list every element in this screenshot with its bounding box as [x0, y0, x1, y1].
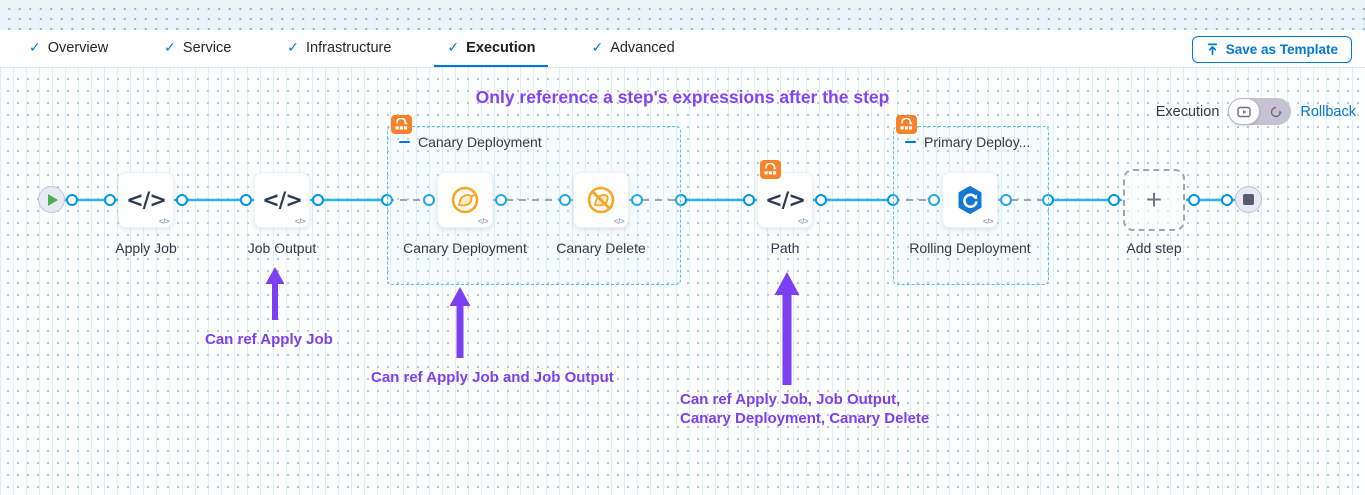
annotation-arrow-job-output	[265, 267, 285, 320]
script-type-badge-icon: </>	[294, 217, 306, 226]
tab-label: Service	[182, 39, 232, 56]
group-header-canary-deployment[interactable]: Canary Deployment	[399, 134, 542, 150]
step-label-path: Path	[770, 240, 800, 256]
code-icon: </>	[126, 188, 167, 212]
pipeline-end-node[interactable]	[1235, 186, 1262, 213]
step-node-rolling-deployment[interactable]: </>	[942, 172, 998, 228]
stage-tabbar: ✓ Overview ✓ Service ✓ Infrastructure ✓ …	[0, 30, 1365, 68]
tab-service[interactable]: ✓ Service	[151, 30, 244, 67]
tab-advanced[interactable]: ✓ Advanced	[578, 30, 687, 67]
rollback-steps-badge-icon[interactable]	[760, 160, 781, 179]
annotation-can-ref-apply-job: Can ref Apply Job	[205, 331, 333, 348]
tab-label: Overview	[47, 39, 109, 56]
annotation-can-ref-apply-job-and-job-output: Can ref Apply Job and Job Output	[371, 369, 614, 386]
annotation-arrows	[265, 267, 800, 385]
tab-label: Execution	[466, 39, 536, 56]
step-label-canary-deployment: Canary Deployment	[403, 240, 527, 256]
code-icon: </>	[765, 188, 806, 212]
pipeline-start-node[interactable]	[38, 186, 65, 213]
script-type-badge-icon: </>	[613, 217, 625, 226]
stop-icon	[1243, 194, 1254, 205]
check-icon: ✓	[287, 39, 299, 55]
step-node-path[interactable]: </> </>	[757, 172, 813, 228]
execution-rollback-switch-row: Execution Rollback	[1156, 98, 1356, 125]
group-header-primary-deployment[interactable]: Primary Deploy...	[905, 134, 1030, 150]
step-node-job-output[interactable]: </> </>	[254, 172, 310, 228]
annotation-can-ref-four-steps: Can ref Apply Job, Job Output, Canary De…	[680, 391, 930, 427]
step-label-rolling-deployment: Rolling Deployment	[909, 240, 1031, 256]
step-label-apply-job: Apply Job	[115, 240, 177, 256]
add-step-button[interactable]: +	[1123, 169, 1185, 231]
step-label-job-output: Job Output	[247, 240, 317, 256]
page-background-strip	[0, 0, 1365, 30]
group-name: Primary Deploy...	[924, 134, 1031, 150]
rollback-link[interactable]: Rollback	[1300, 103, 1356, 120]
step-node-apply-job[interactable]: </> </>	[118, 172, 174, 228]
check-icon: ✓	[164, 39, 176, 55]
canary-delete-icon	[587, 186, 615, 214]
pipeline-edges-svg	[64, 194, 1235, 385]
group-name: Canary Deployment	[418, 134, 542, 150]
annotation-arrow-canary-deployment	[449, 287, 471, 358]
rolling-icon	[958, 186, 982, 214]
step-node-canary-delete[interactable]: </>	[573, 172, 629, 228]
rollback-view-icon	[1270, 106, 1282, 117]
execution-view-icon	[1237, 106, 1251, 117]
script-type-badge-icon: </>	[797, 217, 809, 226]
tab-overview[interactable]: ✓ Overview	[16, 30, 121, 67]
rollback-steps-glyph	[900, 117, 913, 129]
collapse-icon[interactable]	[399, 140, 410, 144]
step-group-canary-deployment[interactable]: Canary Deployment	[387, 126, 681, 285]
tab-execution[interactable]: ✓ Execution	[434, 30, 549, 67]
plus-icon: +	[1145, 184, 1163, 215]
check-icon: ✓	[447, 39, 460, 55]
rollback-steps-badge-icon[interactable]	[896, 115, 917, 134]
canary-icon	[451, 186, 479, 214]
script-type-badge-icon: </>	[158, 217, 170, 226]
step-label-canary-delete: Canary Delete	[556, 240, 646, 256]
rollback-steps-badge-icon[interactable]	[391, 115, 412, 134]
check-icon: ✓	[29, 39, 41, 55]
code-icon: </>	[262, 188, 303, 212]
script-type-badge-icon: </>	[982, 217, 994, 226]
annotation-title: Only reference a step's expressions afte…	[475, 87, 890, 107]
upload-icon	[1207, 43, 1217, 55]
tab-infrastructure[interactable]: ✓ Infrastructure	[274, 30, 404, 67]
execution-mode-label: Execution	[1155, 103, 1220, 120]
tab-label: Infrastructure	[306, 39, 392, 56]
rollback-steps-glyph	[395, 117, 408, 129]
save-as-template-label: Save as Template	[1225, 42, 1338, 57]
collapse-icon[interactable]	[905, 140, 916, 144]
rollback-view-toggle-button[interactable]	[1260, 98, 1291, 125]
script-type-badge-icon: </>	[477, 217, 489, 226]
pipeline-canvas[interactable]: Only reference a step's expressions afte…	[0, 68, 1365, 495]
annotation-arrow-path	[774, 272, 800, 385]
add-step-label: Add step	[1126, 240, 1182, 256]
check-icon: ✓	[591, 39, 604, 55]
step-node-canary-deployment[interactable]: </>	[437, 172, 493, 228]
execution-view-toggle-button[interactable]	[1228, 98, 1260, 125]
execution-rollback-toggle[interactable]	[1228, 98, 1292, 125]
rollback-steps-glyph	[764, 162, 777, 174]
save-as-template-button[interactable]: Save as Template	[1191, 36, 1352, 63]
tab-label: Advanced	[610, 39, 675, 56]
play-icon	[48, 193, 58, 206]
